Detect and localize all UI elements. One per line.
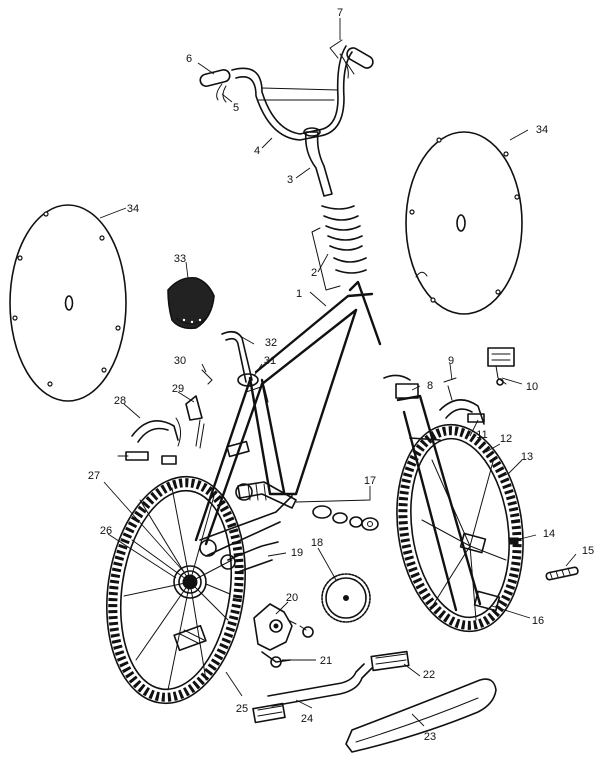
callout-17: 17 — [364, 475, 376, 487]
rear-brake — [117, 395, 205, 465]
callout-22: 22 — [423, 669, 435, 681]
callout-11: 11 — [476, 429, 487, 441]
callout-1: 1 — [296, 288, 302, 300]
headset-parts — [311, 205, 367, 291]
front-fork — [383, 374, 482, 612]
handlebar-assembly — [199, 39, 374, 141]
pedal-crank-arm — [252, 650, 410, 724]
callout-16: 16 — [532, 615, 544, 627]
callout-4: 4 — [254, 145, 260, 157]
callout-15: 15 — [582, 545, 594, 557]
chain-guard — [345, 678, 497, 753]
callout-2: 2 — [311, 267, 317, 279]
callout-5: 5 — [233, 102, 239, 114]
front-wheel — [396, 423, 524, 633]
callout-12: 12 — [500, 433, 512, 445]
callout-31: 31 — [264, 355, 276, 367]
seat-post — [221, 330, 253, 383]
callout-6: 6 — [186, 53, 192, 65]
axle — [545, 566, 579, 581]
front-brake — [439, 377, 485, 425]
callout-10: 10 — [526, 381, 538, 393]
right-wheel-disc — [405, 131, 523, 315]
callout-20: 20 — [286, 592, 298, 604]
callout-24: 24 — [301, 713, 313, 725]
seat-clamp — [201, 369, 259, 387]
rear-wheel — [106, 475, 246, 705]
callout-14: 14 — [543, 528, 555, 540]
callout-23: 23 — [424, 731, 436, 743]
crank-set — [253, 603, 314, 668]
callout-7: 7 — [337, 7, 343, 19]
bottom-bracket — [235, 481, 379, 531]
callout-21: 21 — [320, 655, 332, 667]
callout-25: 25 — [236, 703, 248, 715]
callout-30: 30 — [174, 355, 186, 367]
reflector — [487, 347, 515, 386]
callout-9: 9 — [448, 355, 454, 367]
callout-19: 19 — [291, 547, 303, 559]
callout-27: 27 — [88, 470, 100, 482]
callout-numbers: 1 2 3 4 5 6 7 8 9 10 11 12 13 14 15 16 1… — [88, 7, 594, 743]
callout-26: 26 — [100, 525, 112, 537]
chainring — [321, 573, 371, 623]
callout-34-right: 34 — [536, 124, 548, 136]
callout-13: 13 — [521, 451, 533, 463]
callout-leaders — [99, 18, 577, 727]
callout-34-left: 34 — [127, 203, 139, 215]
chain-guard-brace — [227, 541, 279, 573]
callout-28: 28 — [114, 395, 126, 407]
left-wheel-disc — [9, 204, 127, 402]
callout-32: 32 — [265, 337, 277, 349]
stem — [303, 127, 333, 197]
callout-18: 18 — [311, 537, 323, 549]
saddle — [167, 276, 215, 330]
callout-33: 33 — [174, 253, 186, 265]
callout-8: 8 — [427, 380, 433, 392]
callout-29: 29 — [172, 383, 184, 395]
callout-3: 3 — [287, 174, 293, 186]
